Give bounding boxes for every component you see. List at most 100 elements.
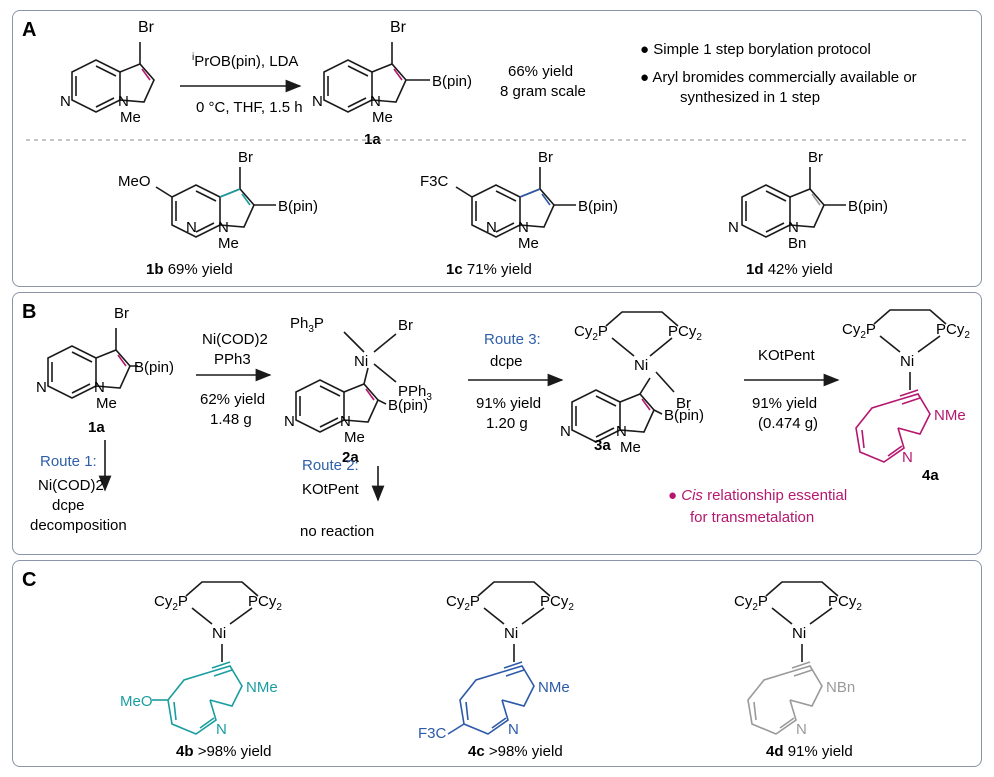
n-label-1c: N (486, 219, 497, 236)
pcy2-left-4a: Cy2P (842, 321, 876, 341)
br-label-1d: Br (808, 149, 823, 166)
bond-p-ni-r-3a (649, 337, 673, 357)
b-4a-structure (855, 389, 931, 463)
yield-a-line1: 66% yield (508, 63, 573, 80)
route3-reagent: dcpe (490, 353, 523, 370)
bpin-label-3a: B(pin) (664, 407, 704, 424)
scope-1b-structure (155, 167, 276, 238)
bullet-2a: ● Aryl bromides commercially available o… (640, 69, 917, 86)
nme-label-4c: NMe (538, 679, 570, 696)
br-label-1b: Br (238, 149, 253, 166)
panel-c-letter: C (22, 569, 36, 591)
substituent-1c: F3C (420, 173, 449, 190)
b-1a-structure (47, 328, 138, 399)
route2-label: Route 2: (302, 457, 359, 474)
svg-text:Cy2P: Cy2P (734, 593, 768, 613)
bullet-2b: synthesized in 1 step (680, 89, 820, 106)
cis-note-line2: for transmetalation (690, 509, 814, 526)
bn-label-1d: Bn (788, 235, 806, 252)
svg-text:Ni: Ni (212, 625, 226, 642)
br-label-3a: Br (676, 395, 691, 412)
n1-label-sm: N (118, 93, 129, 110)
bond-ni-br-3a (655, 371, 675, 393)
me-label-sm: Me (120, 109, 141, 126)
bpin-label-1d: B(pin) (848, 198, 888, 215)
step1-scale: 1.48 g (210, 411, 252, 428)
route1-reagent2: dcpe (52, 497, 85, 514)
bond-p-ni-r-4a (917, 335, 941, 353)
caption-4b: 4b >98% yield (176, 743, 272, 760)
step4-scale: (0.474 g) (758, 415, 818, 432)
bpin-label-2a: B(pin) (388, 397, 428, 414)
caption-4d: 4d 91% yield (766, 743, 853, 760)
panel-a-letter: A (22, 19, 36, 41)
n-label-4c: N (508, 721, 519, 738)
step4-yield: 91% yield (752, 395, 817, 412)
svg-text:PCy2: PCy2 (248, 593, 282, 613)
bpin-label-1c: B(pin) (578, 198, 618, 215)
n1-label-b1a: N (94, 379, 105, 396)
bullet-1: ● Simple 1 step borylation protocol (640, 41, 871, 58)
pcy2-right-3a: PCy2 (668, 323, 702, 343)
nbn-label-4d: NBn (826, 679, 855, 696)
bond-ni-pph3-right (373, 363, 397, 383)
pcy2-left-3a: Cy2P (574, 323, 608, 343)
substituent-4b: MeO (120, 693, 153, 710)
route3-yield: 91% yield (476, 395, 541, 412)
caption-4c: 4c >98% yield (468, 743, 563, 760)
ni-label-4a: Ni (900, 353, 914, 370)
pph3-right-2a: PPh3 (398, 383, 432, 403)
nme-label-4b: NMe (246, 679, 278, 696)
br-label-2a: Br (398, 317, 413, 334)
b-2a-structure (295, 367, 387, 433)
compound-label-4a: 4a (922, 467, 939, 484)
n-label-b1a: N (36, 379, 47, 396)
me-label-b1a: Me (96, 395, 117, 412)
route1-label: Route 1: (40, 453, 97, 470)
n-label-4d: N (796, 721, 807, 738)
n-label-1b: N (186, 219, 197, 236)
bpin-label-1b: B(pin) (278, 198, 318, 215)
bond-ni-br (373, 333, 397, 353)
dcpe-backbone-4a (873, 309, 947, 325)
n-label-3a: N (560, 423, 571, 440)
ni-label-2a: Ni (354, 353, 368, 370)
panel-c (12, 560, 982, 767)
step1-reagent2: PPh3 (214, 351, 251, 368)
yield-a-line2: 8 gram scale (500, 83, 586, 100)
reagent-a-line1: iPrOB(pin), LDA (192, 52, 298, 70)
substituent-4c: F3C (418, 725, 447, 742)
n-label-4a: N (902, 449, 913, 466)
compound-label-2a: 2a (342, 449, 359, 466)
panel-b-letter: B (22, 301, 36, 323)
n1-label-1a: N (370, 93, 381, 110)
route2-reagent: KOtPent (302, 481, 360, 498)
compound-label-b1a: 1a (88, 419, 105, 436)
route3-label: Route 3: (484, 331, 541, 348)
br-label-b1a: Br (114, 305, 129, 322)
me-label-2a: Me (344, 429, 365, 446)
step4-reagent: KOtPent (758, 347, 816, 364)
step1-reagent1: Ni(COD)2 (202, 331, 268, 348)
n-label-4b: N (216, 721, 227, 738)
br-label-sm: Br (138, 19, 155, 36)
me-label-3a: Me (620, 439, 641, 456)
route1-result: decomposition (30, 517, 127, 534)
scope-1c-structure (455, 167, 576, 238)
bpin-label-b1a: B(pin) (134, 359, 174, 376)
pcy2-right-4a: PCy2 (936, 321, 970, 341)
product-1a-structure (323, 42, 430, 113)
compound-label-3a: 3a (594, 437, 611, 454)
caption-1b: 1b 69% yield (146, 261, 233, 278)
svg-text:Ni: Ni (792, 625, 806, 642)
step1-yield: 62% yield (200, 391, 265, 408)
route2-result: no reaction (300, 523, 374, 540)
n1-label-1d: N (788, 219, 799, 236)
ni-label-3a: Ni (634, 357, 648, 374)
svg-text:Cy2P: Cy2P (446, 593, 480, 613)
b-3a-structure (571, 377, 663, 443)
c-4c-azaindole (447, 661, 535, 735)
route3-scale: 1.20 g (486, 415, 528, 432)
n-label-1a: N (312, 93, 323, 110)
route1-reagent1: Ni(COD)2 (38, 477, 104, 494)
